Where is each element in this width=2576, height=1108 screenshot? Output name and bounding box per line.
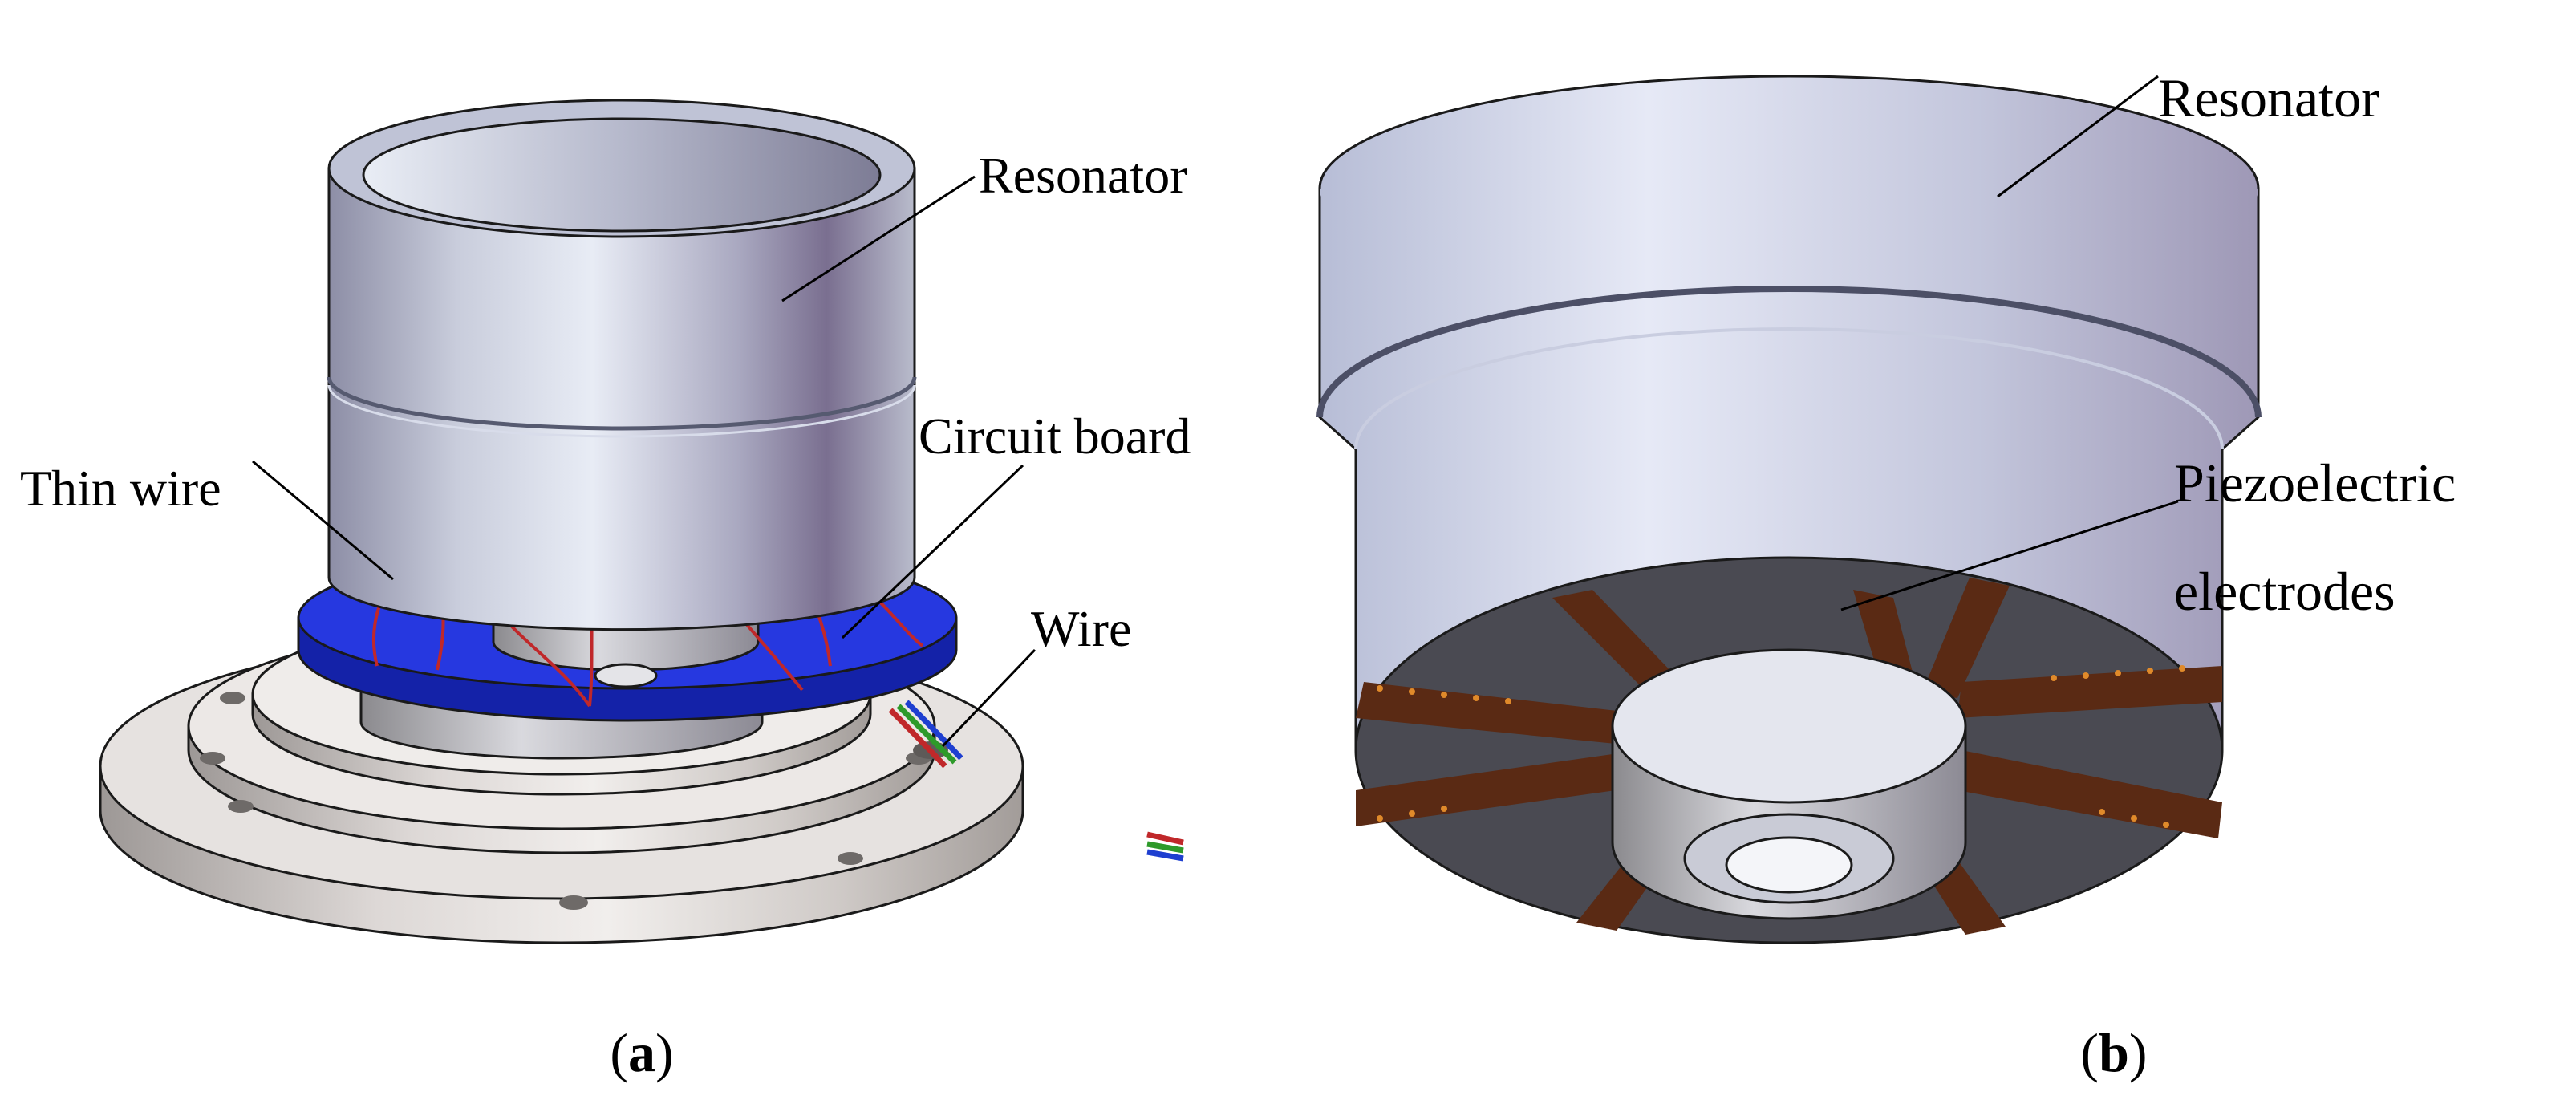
leader-resonator-a <box>781 175 976 302</box>
label-resonator-a: Resonator <box>979 147 1187 204</box>
label-circuit-board: Circuit board <box>919 408 1191 465</box>
leader-circuit-board <box>841 464 1024 639</box>
label-wire: Wire <box>1031 600 1131 657</box>
label-piezo-line1: Piezoelectric <box>2174 453 2456 513</box>
caption-a: (a) <box>610 1022 673 1083</box>
leader-piezo <box>1840 500 2179 611</box>
caption-b-letter: b <box>2099 1022 2129 1083</box>
caption-b-close: ) <box>2129 1022 2148 1083</box>
leader-thin-wire <box>252 460 394 581</box>
piezo-disc <box>1354 556 2224 944</box>
panel-b: Resonator Piezoelectric electrodes (b) <box>1316 67 2456 1083</box>
leader-wire <box>941 648 1036 748</box>
caption-b-open: ( <box>2080 1022 2099 1083</box>
label-thin-wire: Thin wire <box>20 460 221 517</box>
wire-bundle <box>888 700 1184 862</box>
label-piezo-line2: electrodes <box>2174 561 2395 622</box>
caption-a-letter: a <box>628 1022 655 1083</box>
panel-a: Resonator Circuit board Thin wire Wire (… <box>20 99 1191 1083</box>
leader-resonator-b <box>1997 75 2159 198</box>
resonator-a <box>327 99 917 631</box>
caption-a-open: ( <box>610 1022 628 1083</box>
label-resonator-b: Resonator <box>2158 67 2379 128</box>
caption-b: (b) <box>2080 1022 2147 1083</box>
caption-a-close: ) <box>655 1022 674 1083</box>
